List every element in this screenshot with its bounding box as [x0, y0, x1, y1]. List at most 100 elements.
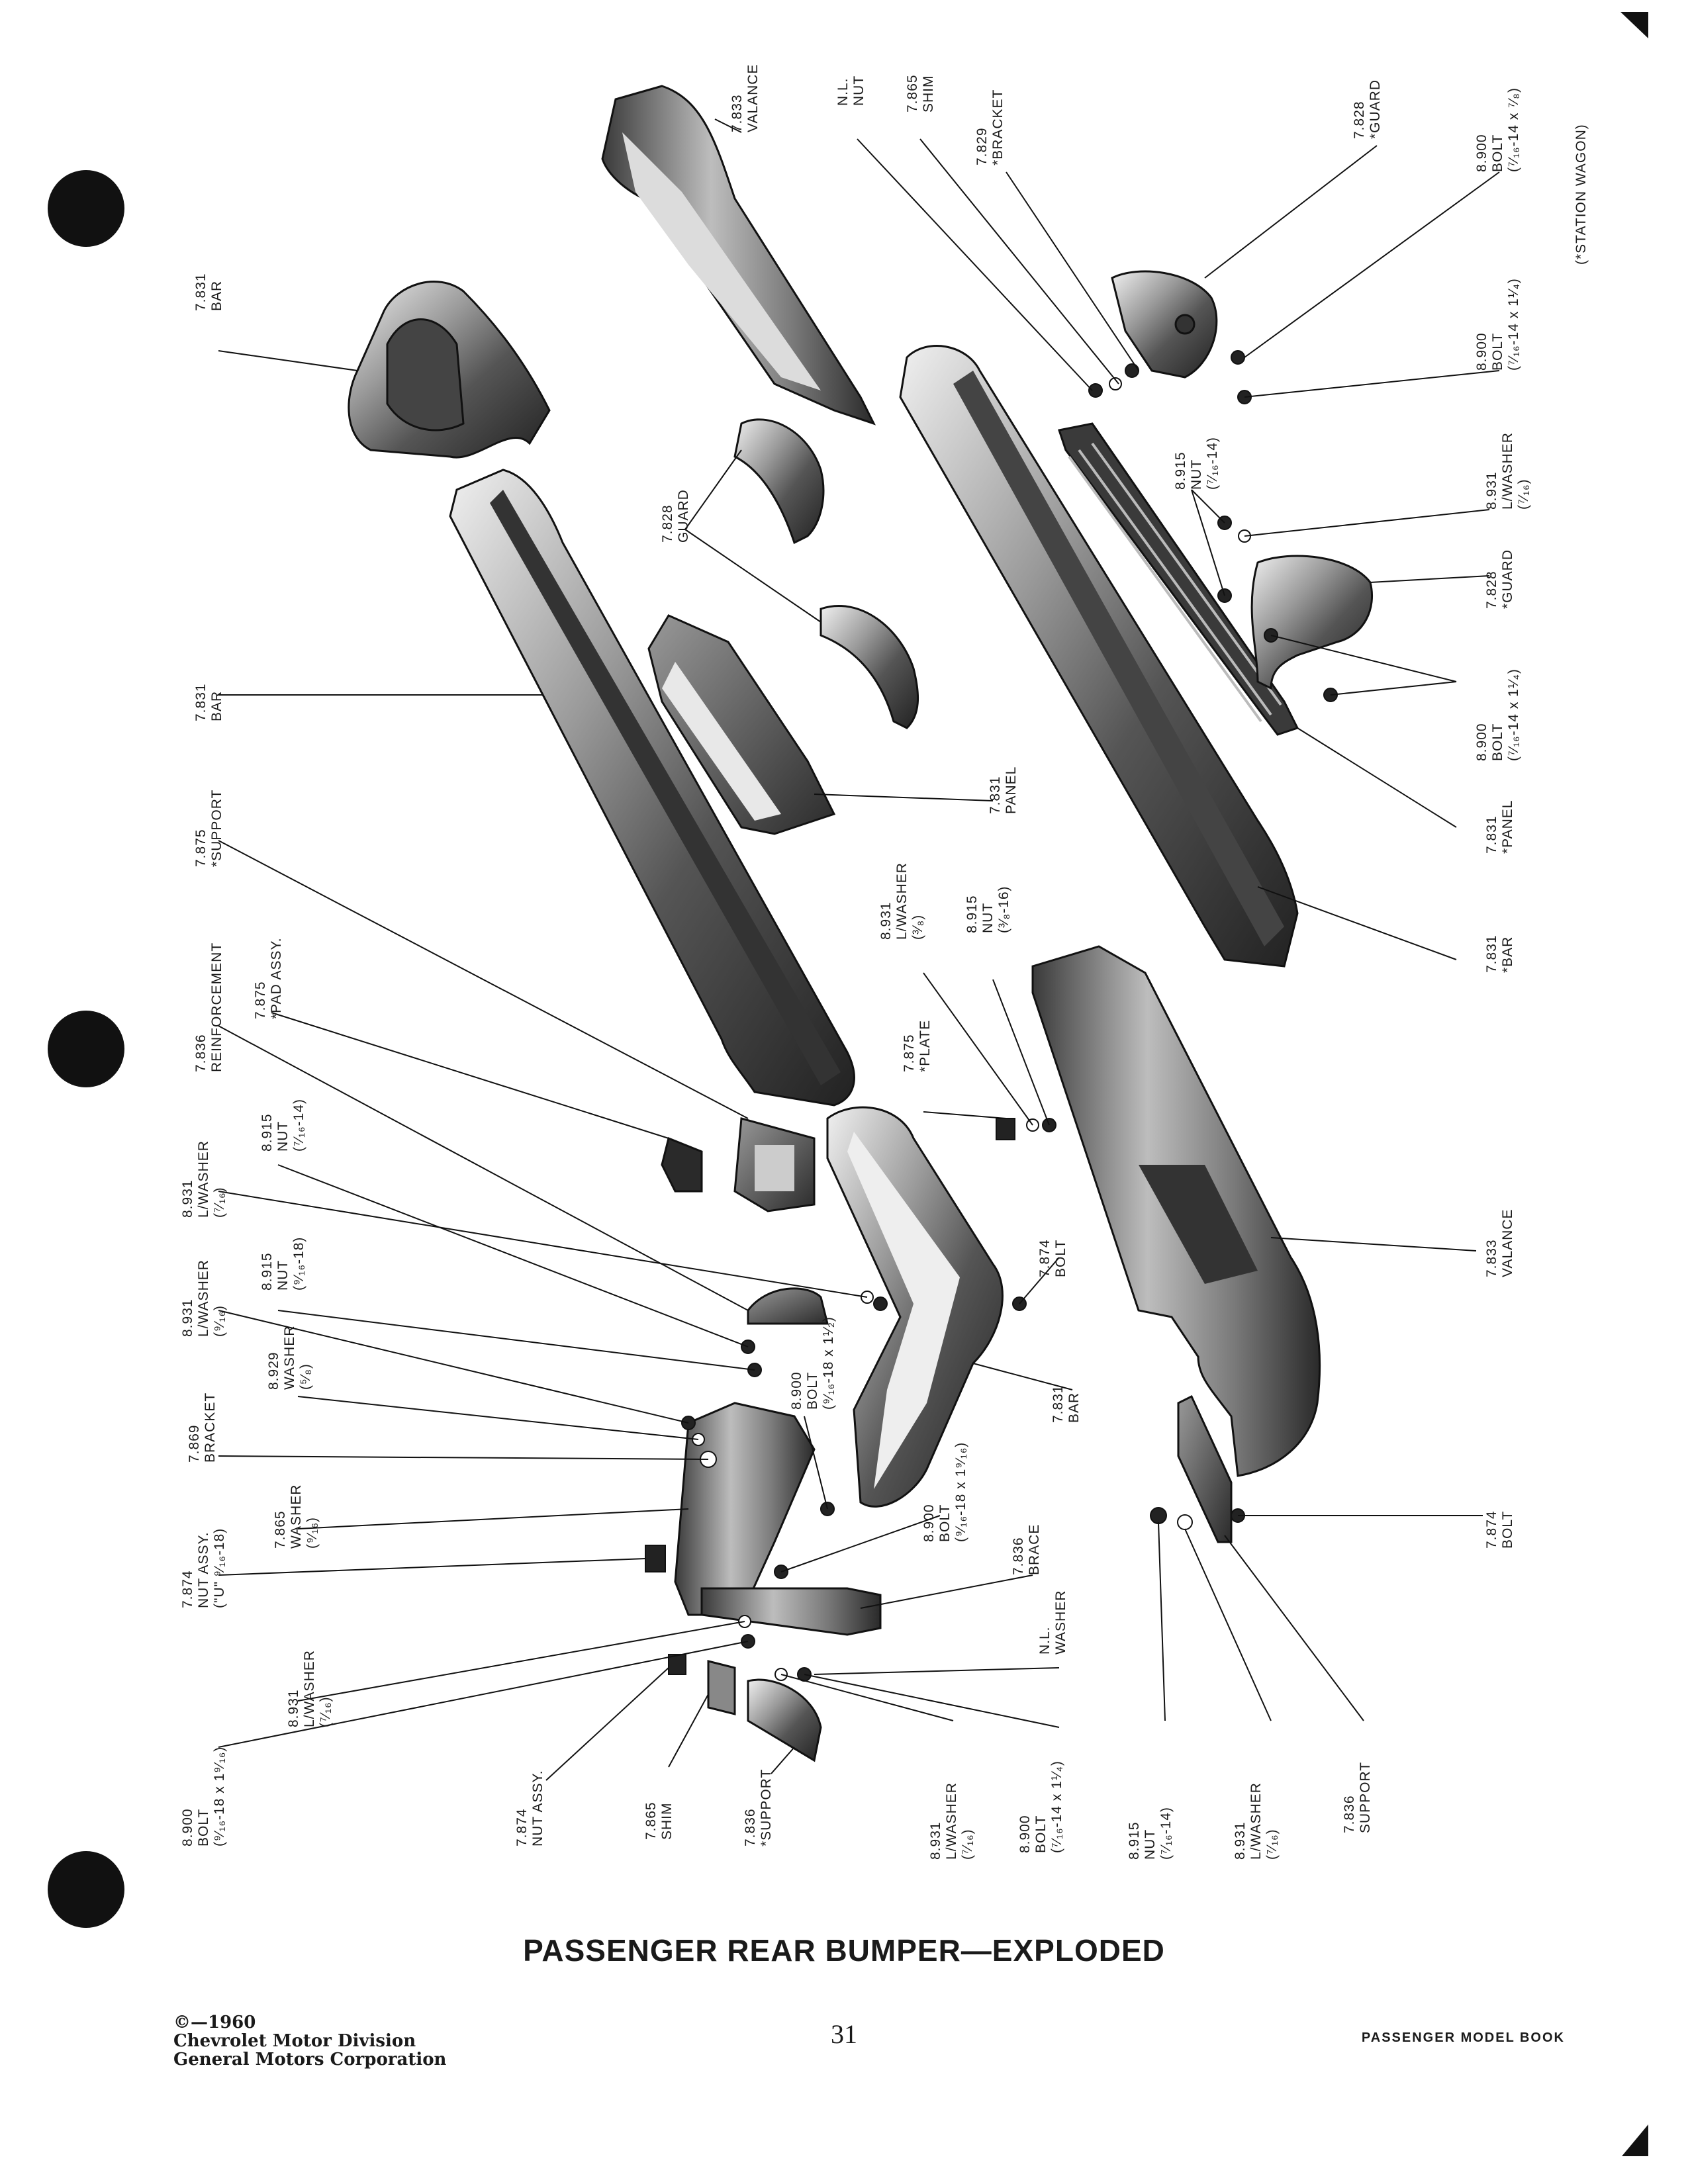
binding-hole [48, 1851, 124, 1928]
pad-assy-part [661, 1136, 703, 1193]
panel-inner [662, 662, 781, 821]
support-insert [755, 1145, 794, 1191]
label-shim-top: 7.865SHIM [905, 74, 936, 113]
label-bolt-7874-right: 7.874BOLT [1484, 1510, 1515, 1549]
bar-end-inner [386, 318, 465, 432]
nut-icon [1088, 383, 1103, 398]
label-guard-sw-top: 7.828*GUARD [1352, 79, 1383, 139]
label-support-sw-bottom: 7.836*SUPPORT [743, 1769, 774, 1846]
label-washer-58: 8.929WASHER(⁵⁄₈) [266, 1326, 313, 1390]
shim-part [707, 1660, 736, 1715]
binding-hole [48, 170, 124, 247]
bar-end-shade [847, 1132, 960, 1489]
nut-icon [1125, 363, 1139, 378]
bolt-icon [1231, 350, 1245, 365]
guard-bolt-hole [1174, 314, 1196, 335]
reinforcement-part [747, 1287, 829, 1325]
page-title: PASSENGER REAR BUMPER—EXPLODED [523, 1933, 1165, 1968]
guard-part-sw [1250, 555, 1374, 690]
label-nut-916: 8.915NUT(⁹⁄₁₆-18) [259, 1237, 306, 1291]
label-valance-top: 7.833VALANCE [729, 64, 761, 132]
label-support: 7.836SUPPORT [1342, 1762, 1373, 1833]
washer-icon [1109, 377, 1122, 390]
label-reinforcement: 7.836REINFORCEMENT [193, 942, 224, 1072]
label-lwasher-916: 8.931L/WASHER(⁹⁄₁₆) [180, 1259, 227, 1337]
copyright-block: ©—1960 Chevrolet Motor Division General … [173, 2013, 446, 2069]
nut-u-icon [645, 1545, 666, 1572]
panel-part [647, 614, 836, 835]
label-bolt-112: 8.900BOLT(⁹⁄₁₆-18 x 1¹⁄₂) [789, 1316, 836, 1410]
corner-mark-bottom [1622, 2124, 1648, 2156]
part-labels: 7.831BAR 7.833VALANCE N.L.NUT 7.865SHIM … [180, 64, 1589, 1860]
label-lwasher-716-b: 8.931L/WASHER(⁷⁄₁₆) [286, 1650, 333, 1727]
label-bracket-sw: 7.829*BRACKET [974, 89, 1006, 165]
label-nut-716-sw: 8.915NUT(⁷⁄₁₆-14) [1173, 437, 1220, 490]
plate-icon [996, 1118, 1015, 1140]
label-lwasher-716-c: 8.931L/WASHER(⁷⁄₁₆) [928, 1782, 975, 1860]
binding-hole [48, 1011, 124, 1087]
support-part [1177, 1394, 1233, 1543]
nut-assy-icon [668, 1654, 686, 1675]
leader-lines [218, 118, 1500, 1781]
copyright-line: ©—1960 [173, 2013, 256, 2032]
label-nl-nut: N.L.NUT [835, 75, 867, 106]
label-valance-main: 7.833VALANCE [1484, 1209, 1515, 1277]
bar-sw-shade [953, 371, 1284, 946]
label-guard: 7.828GUARD [660, 489, 691, 543]
label-guard-sw: 7.828*GUARD [1484, 549, 1515, 609]
label-bolt-1916-a: 8.900BOLT(⁹⁄₁₆-18 x 1⁹⁄₁₆) [921, 1442, 968, 1542]
label-nl-washer: N.L.WASHER [1037, 1590, 1068, 1655]
guard-part-sw-top [1111, 270, 1218, 379]
label-lwasher-716-sw: 8.931L/WASHER(⁷⁄₁₆) [1484, 432, 1531, 510]
label-pad-assy: 7.875*PAD ASSY. [253, 937, 284, 1019]
label-plate-sw: 7.875*PLATE [902, 1020, 933, 1072]
label-bracket: 7.869BRACKET [187, 1392, 218, 1463]
nut-icon [1150, 1507, 1167, 1524]
guard-part-lower [820, 605, 919, 729]
label-bar-sw: 7.831*BAR [1484, 934, 1515, 973]
label-lwasher-716-a: 8.931L/WASHER(⁷⁄₁₆) [180, 1140, 227, 1218]
label-nut-38: 8.915NUT(³⁄₈-16) [964, 886, 1011, 933]
page-markings [48, 12, 1648, 2156]
label-nut-assy: 7.874NUT ASSY. [514, 1770, 545, 1846]
brace-part [700, 1587, 882, 1636]
book-name: PASSENGER MODEL BOOK [1361, 2030, 1565, 2045]
valance-part-top [601, 85, 876, 426]
bar-main-shade [490, 490, 841, 1085]
label-shim-bottom: 7.865SHIM [643, 1801, 675, 1840]
label-bar-end: 7.831BAR [1051, 1385, 1082, 1423]
washer-icon [1177, 1514, 1193, 1530]
label-lwasher-38: 8.931L/WASHER(³⁄₈) [878, 862, 925, 940]
nut-icon [873, 1297, 888, 1311]
guard-part-upper [733, 418, 825, 545]
label-bolt-114-top: 8.900BOLT(⁷⁄₁₆-14 x 1¹⁄₄) [1474, 278, 1521, 371]
label-bolt-78: 8.900BOLT(⁷⁄₁₆-14 x ⁷⁄₈) [1474, 87, 1521, 172]
parts [348, 85, 1374, 1762]
panel-part-sw [1058, 422, 1299, 736]
label-nut-u: 7.874NUT ASSY.("U" ⁹⁄₁₆-18) [180, 1528, 227, 1608]
label-panel: 7.831PANEL [988, 766, 1019, 814]
label-brace: 7.836BRACE [1011, 1524, 1042, 1575]
panel-sw-ribs [1068, 442, 1282, 723]
label-nut-716-a: 8.915NUT(⁷⁄₁₆-14) [259, 1099, 306, 1152]
label-bolt-7874-mid: 7.874BOLT [1037, 1239, 1068, 1277]
label-support-sw: 7.875*SUPPORT [193, 790, 224, 867]
corner-mark-top [1620, 12, 1648, 38]
label-lwasher-716-d: 8.931L/WASHER(⁷⁄₁₆) [1233, 1782, 1280, 1860]
label-bolt-1916-b: 8.900BOLT(⁹⁄₁₆-18 x 1⁹⁄₁₆) [180, 1747, 227, 1846]
label-bar-top: 7.831BAR [193, 273, 224, 311]
valance-inner-panel [1139, 1165, 1258, 1284]
page-number: 31 [831, 2019, 857, 2049]
station-wagon-footnote: (*STATION WAGON) [1573, 124, 1589, 265]
copyright-line: Chevrolet Motor Division [173, 2031, 416, 2051]
label-bolt-114-bottom: 8.900BOLT(⁷⁄₁₆-14 x 1¹⁄₄) [1017, 1760, 1064, 1853]
copyright-line: General Motors Corporation [173, 2050, 447, 2070]
label-washer-916: 7.865WASHER(⁹⁄₁₆) [273, 1484, 320, 1549]
label-bolt-114-sw: 8.900BOLT(⁷⁄₁₆-14 x 1¹⁄₄) [1474, 668, 1521, 761]
support-part-sw-bottom [747, 1678, 822, 1762]
label-panel-sw: 7.831*PANEL [1484, 800, 1515, 854]
fasteners [645, 350, 1338, 1682]
label-nut-716-bottom: 8.915NUT(⁷⁄₁₆-14) [1127, 1807, 1174, 1860]
valance-inner [622, 132, 821, 390]
